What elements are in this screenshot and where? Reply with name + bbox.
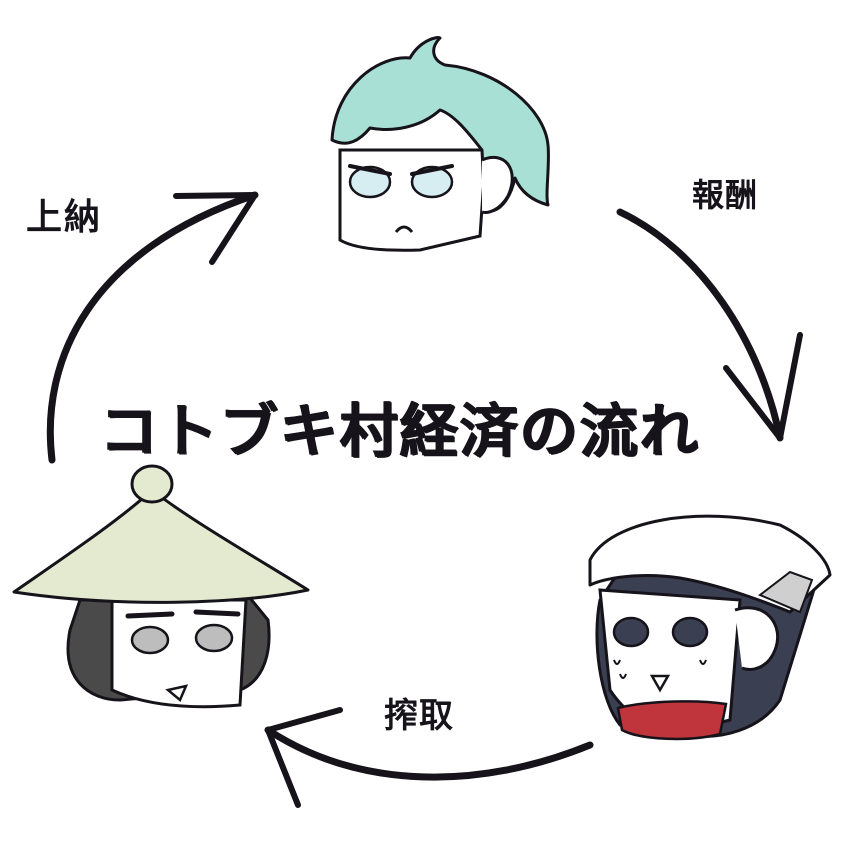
arrow-right-to-left bbox=[264, 707, 594, 808]
top-character bbox=[330, 36, 550, 252]
edge-label-tribute: 上納 bbox=[26, 197, 103, 238]
arrow-left-to-top bbox=[46, 191, 259, 464]
diagram-title: コトブキ村経済の流れ bbox=[100, 397, 701, 465]
edge-label-exploitation: 搾取 bbox=[384, 696, 454, 736]
edge-label-reward: 報酬 bbox=[692, 176, 759, 214]
left-character bbox=[12, 464, 310, 709]
right-character bbox=[588, 514, 832, 741]
arrow-top-to-right bbox=[616, 208, 803, 442]
